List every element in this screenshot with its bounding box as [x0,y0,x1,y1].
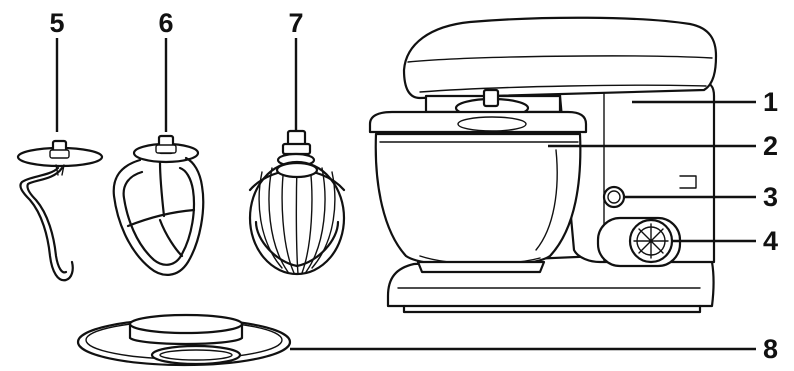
callout-5: 5 [49,8,64,38]
callout-4: 4 [763,226,778,256]
stand-mixer-illustration [370,18,716,312]
callout-2: 2 [763,131,778,161]
dough-hook-illustration [18,38,102,280]
callout-1: 1 [763,87,778,117]
splash-guard-illustration [78,315,756,365]
wire-whisk-illustration [250,38,344,274]
callout-6: 6 [158,8,173,38]
callout-3: 3 [763,182,778,212]
callout-8: 8 [763,334,778,364]
flat-beater-illustration [114,38,204,275]
callout-7: 7 [288,8,303,38]
